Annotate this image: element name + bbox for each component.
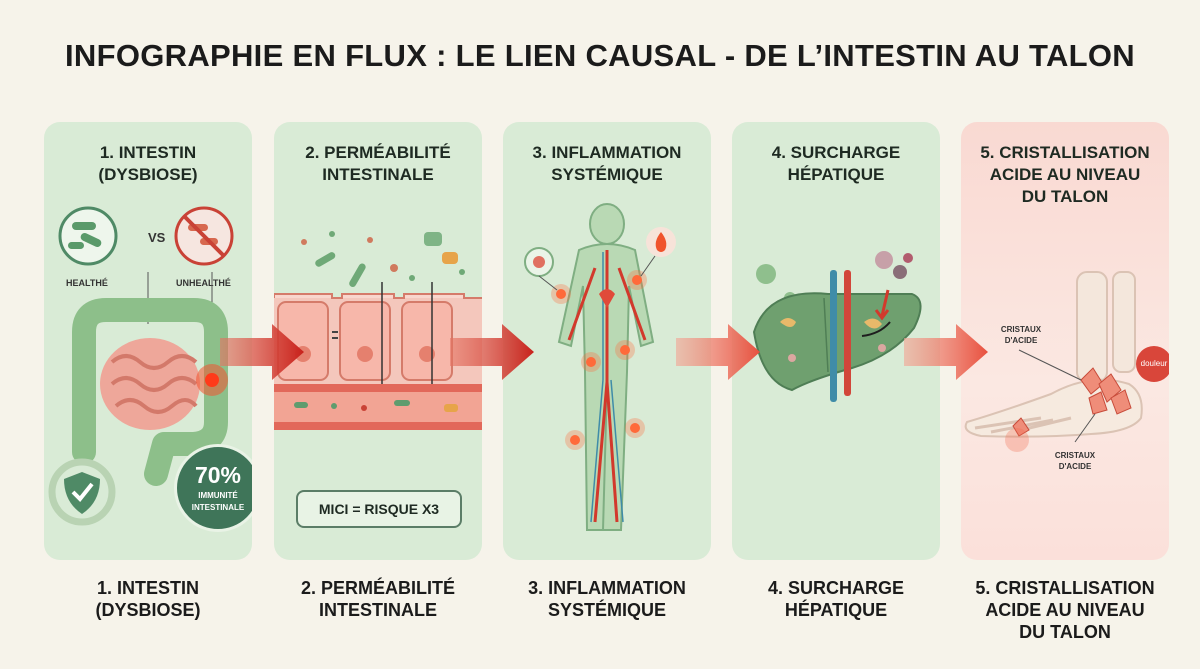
healthy-label: HEALTHÉ: [66, 278, 108, 288]
panel-title-line: INTESTINALE: [322, 165, 434, 184]
foot-bones: [964, 271, 1143, 438]
flow-arrow: [904, 324, 988, 380]
crystals-label: CRISTAUX: [1055, 451, 1096, 460]
panel-title-line: HÉPATIQUE: [787, 165, 885, 184]
intestine-illustration: VS HEALTHÉ UNHEALTHÉ: [48, 206, 234, 526]
panel-intestin: 1. INTESTIN (DYSBIOSE) VS HEALTHÉ UNHEAL…: [44, 122, 252, 560]
bottom-label-permeabilite: 2. PERMÉABILITÉ INTESTINALE: [263, 577, 493, 621]
virus-icon: [524, 247, 554, 277]
blood-vessel: [274, 384, 482, 430]
bottom-label-line: 4. SURCHARGE: [767, 578, 905, 598]
bottom-label-surcharge: 4. SURCHARGE HÉPATIQUE: [721, 577, 951, 621]
mici-risk-box: MICI = RISQUE X3: [296, 490, 462, 528]
panel-title: 2. PERMÉABILITÉ INTESTINALE: [274, 142, 482, 186]
bottom-label-line: 2. PERMÉABILITÉ: [300, 578, 456, 598]
flow-arrow: [450, 324, 534, 380]
panel-title: 3. INFLAMMATION SYSTÉMIQUE: [503, 142, 711, 186]
panel-title: 1. INTESTIN (DYSBIOSE): [44, 142, 252, 186]
unhealthy-label: UNHEALTHÉ: [176, 278, 231, 288]
immunity-stat-badge: 70% IMMUNITÉ INTESTINALE: [174, 444, 252, 532]
panel-title-line: DU TALON: [1021, 187, 1109, 206]
bottom-label-line: INTESTINALE: [318, 600, 437, 620]
pain-badge: douleur: [1136, 346, 1169, 382]
shield-icon: [48, 458, 116, 526]
healthy-bacteria-icon: [58, 206, 118, 266]
bottom-label-line: HÉPATIQUE: [784, 600, 888, 620]
heart-icon: [599, 289, 615, 308]
panel-title-line: (DYSBIOSE): [98, 165, 198, 184]
stat-label: INTESTINALE: [191, 503, 245, 512]
infographic-title: INFOGRAPHIE EN FLUX : LE LIEN CAUSAL - D…: [64, 38, 1135, 73]
bottom-label-cristallisation: 5. CRISTALLISATION ACIDE AU NIVEAU DU TA…: [950, 577, 1180, 643]
panel-title-line: 1. INTESTIN: [99, 143, 197, 162]
bottom-label-line: DU TALON: [1019, 622, 1111, 642]
panel-inflammation: 3. INFLAMMATION SYSTÉMIQUE: [503, 122, 711, 560]
flow-arrow: [220, 324, 304, 380]
panel-title-line: SYSTÉMIQUE: [551, 165, 663, 184]
bottom-label-line: 5. CRISTALLISATION: [975, 578, 1155, 598]
panel-title-line: 2. PERMÉABILITÉ: [305, 143, 451, 162]
panel-title-line: 3. INFLAMMATION: [532, 143, 682, 162]
crystals-label: CRISTAUX: [1001, 325, 1042, 334]
unhealthy-bacteria-icon: [174, 206, 234, 266]
stat-label: IMMUNITÉ: [198, 491, 238, 500]
bottom-label-line: 3. INFLAMMATION: [528, 578, 686, 598]
liver-icon: [752, 292, 922, 392]
acid-crystals-icon: [1005, 367, 1132, 452]
crystals-label: D'ACIDE: [1005, 336, 1038, 345]
liver-illustration: [752, 251, 922, 402]
bottom-label-line: (DYSBIOSE): [95, 600, 201, 620]
flame-icon: [646, 227, 676, 257]
foot-illustration: CRISTAUX D'ACIDE CRISTAUX D'ACIDE: [964, 271, 1143, 471]
bottom-label-line: ACIDE AU NIVEAU: [985, 600, 1145, 620]
stat-value: 70%: [194, 462, 242, 488]
bottom-label-line: 1. INTESTIN: [96, 578, 199, 598]
body-illustration: [524, 203, 676, 531]
bottom-label-line: SYSTÉMIQUE: [547, 600, 667, 620]
panel-title-line: 5. CRISTALLISATION: [980, 143, 1150, 162]
bottom-label-inflammation: 3. INFLAMMATION SYSTÉMIQUE: [492, 577, 722, 621]
bottom-label-intestin: 1. INTESTIN (DYSBIOSE): [33, 577, 263, 621]
panel-title: 5. CRISTALLISATION ACIDE AU NIVEAU DU TA…: [961, 142, 1169, 208]
panel-title-line: ACIDE AU NIVEAU: [989, 165, 1141, 184]
vs-label: VS: [148, 230, 166, 245]
bacteria-cluster-icon: [301, 231, 465, 287]
crystals-label: D'ACIDE: [1059, 462, 1092, 471]
panel-title: 4. SURCHARGE HÉPATIQUE: [732, 142, 940, 186]
flow-arrow: [676, 324, 760, 380]
panel-cristallisation: 5. CRISTALLISATION ACIDE AU NIVEAU DU TA…: [961, 122, 1169, 560]
panel-title-line: 4. SURCHARGE: [771, 143, 901, 162]
